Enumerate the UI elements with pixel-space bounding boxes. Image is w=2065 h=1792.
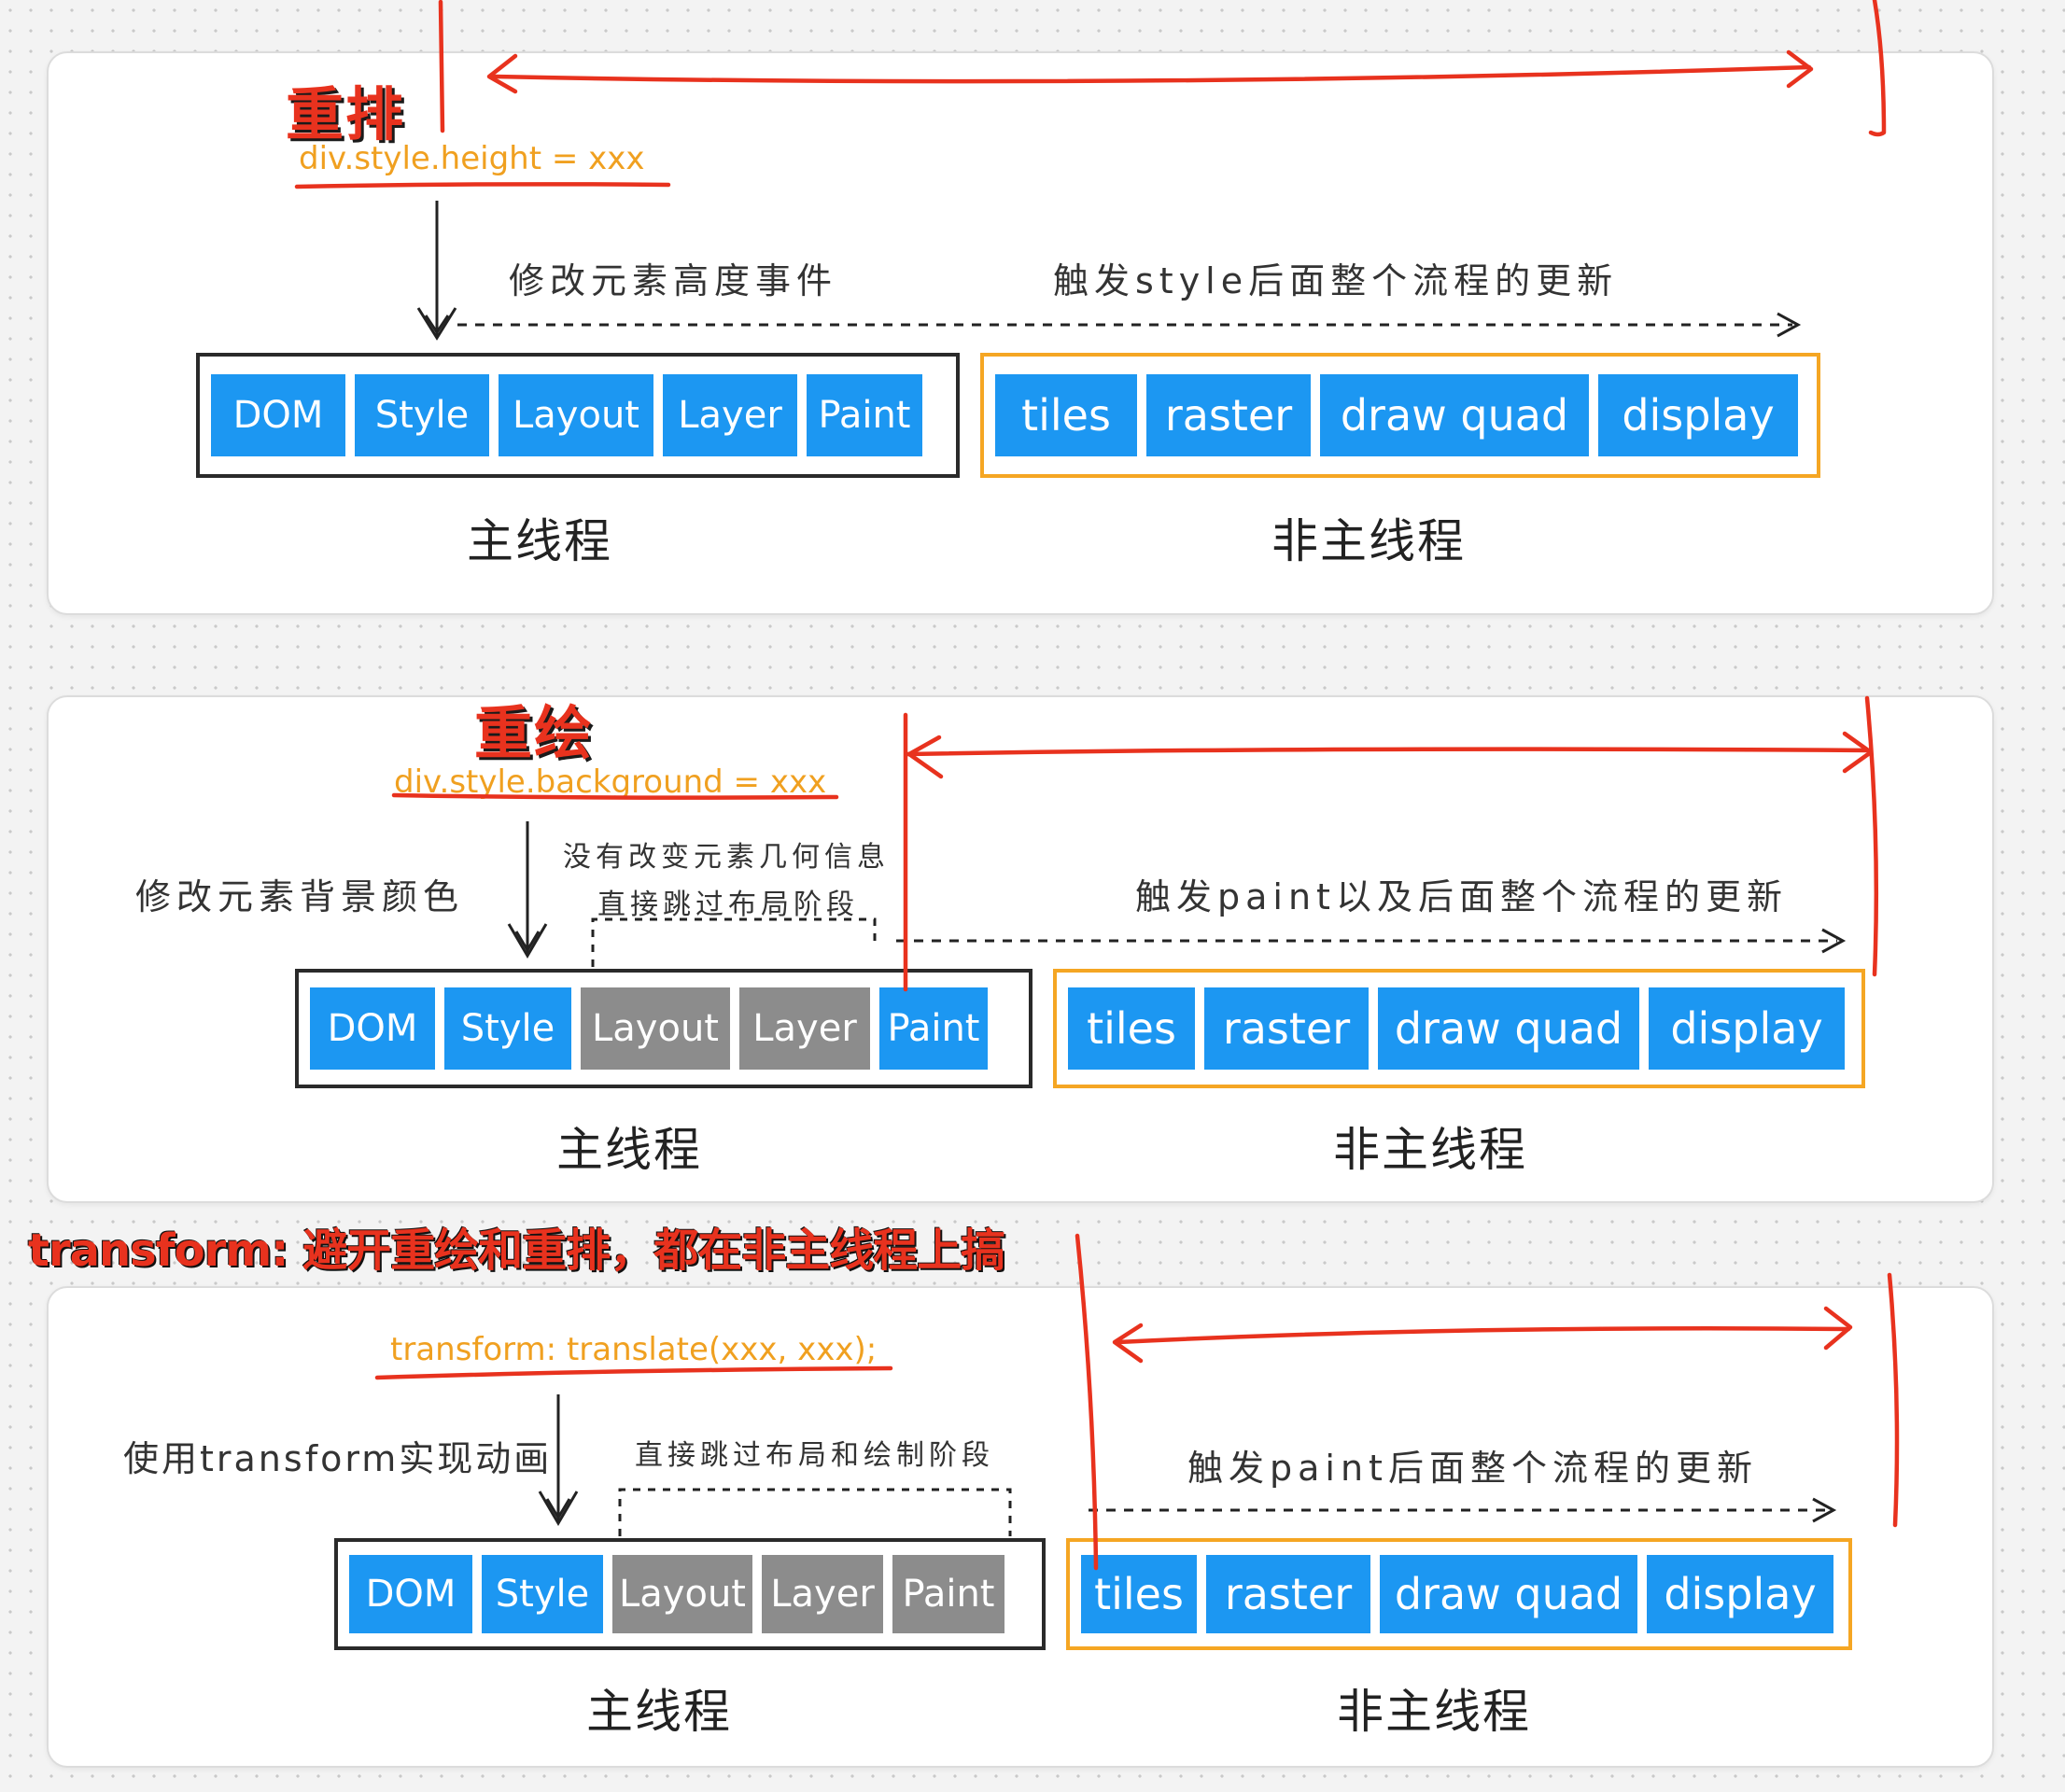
diagram-card-transform: [47, 1286, 1994, 1768]
reflow-flow-arrows: [416, 201, 1802, 341]
repaint-skip-note-line1: 没有改变元素几何信息: [563, 841, 890, 874]
reflow-main-thread-box: DOM Style Layout Layer Paint: [196, 353, 960, 478]
transform-other-thread-label: 非主线程: [1337, 1685, 1531, 1739]
stage-tiles: tiles: [1068, 987, 1195, 1070]
stage-draw-quad: draw quad: [1380, 1555, 1637, 1633]
reflow-main-thread-label: 主线程: [467, 514, 612, 568]
stage-display: display: [1649, 987, 1845, 1070]
transform-banner: transform: 避开重绘和重排，都在非主线程上搞: [28, 1225, 1005, 1277]
stage-dom: DOM: [310, 987, 435, 1070]
stage-tiles: tiles: [995, 374, 1137, 456]
transform-main-thread-box: DOM Style Layout Layer Paint: [334, 1538, 1046, 1650]
diagram-card-reflow: [47, 51, 1994, 615]
stage-raster: raster: [1146, 374, 1311, 456]
stage-layout: Layout: [499, 374, 653, 456]
stage-layout-skipped: Layout: [581, 987, 730, 1070]
stage-layout-skipped: Layout: [612, 1555, 752, 1633]
stage-layer-skipped: Layer: [739, 987, 870, 1070]
reflow-other-thread-label: 非主线程: [1271, 514, 1466, 568]
repaint-right-note: 触发paint以及后面整个流程的更新: [1135, 876, 1788, 917]
transform-right-note: 触发paint后面整个流程的更新: [1187, 1448, 1758, 1489]
repaint-flow-arrows: [507, 821, 1847, 967]
repaint-main-thread-label: 主线程: [556, 1123, 702, 1177]
diagram-card-repaint: [47, 695, 1994, 1203]
repaint-title: 重绘: [474, 699, 595, 767]
reflow-left-note: 修改元素高度事件: [509, 260, 838, 301]
stage-style: Style: [444, 987, 571, 1070]
red-annotations: [294, 0, 1900, 1571]
transform-main-thread-label: 主线程: [586, 1685, 732, 1739]
reflow-right-note: 触发style后面整个流程的更新: [1053, 260, 1619, 301]
stage-tiles: tiles: [1081, 1555, 1197, 1633]
stage-display: display: [1647, 1555, 1833, 1633]
stage-raster: raster: [1206, 1555, 1370, 1633]
stage-paint-skipped: Paint: [892, 1555, 1004, 1633]
transform-code: transform: translate(xxx, xxx);: [390, 1331, 878, 1368]
stage-style: Style: [482, 1555, 603, 1633]
reflow-other-thread-box: tiles raster draw quad display: [980, 353, 1820, 478]
stage-raster: raster: [1204, 987, 1369, 1070]
stage-dom: DOM: [211, 374, 345, 456]
transform-skip-note: 直接跳过布局和绘制阶段: [635, 1439, 994, 1472]
repaint-skip-note-line2: 直接跳过布局阶段: [597, 889, 859, 921]
stage-draw-quad: draw quad: [1320, 374, 1589, 456]
repaint-main-thread-box: DOM Style Layout Layer Paint: [295, 969, 1032, 1088]
repaint-left-note: 修改元素背景颜色: [135, 876, 465, 917]
transform-left-note: 使用transform实现动画: [123, 1438, 553, 1479]
stage-draw-quad: draw quad: [1378, 987, 1639, 1070]
transform-other-thread-box: tiles raster draw quad display: [1066, 1538, 1852, 1650]
reflow-title: 重排: [286, 80, 406, 148]
stage-dom: DOM: [349, 1555, 472, 1633]
stage-style: Style: [355, 374, 489, 456]
stage-layer: Layer: [663, 374, 797, 456]
stage-display: display: [1598, 374, 1798, 456]
repaint-other-thread-box: tiles raster draw quad display: [1053, 969, 1865, 1088]
repaint-other-thread-label: 非主线程: [1333, 1123, 1527, 1177]
reflow-code: div.style.height = xxx: [299, 140, 645, 177]
stage-layer-skipped: Layer: [762, 1555, 883, 1633]
stage-paint: Paint: [879, 987, 988, 1070]
transform-flow-arrows: [538, 1394, 1837, 1536]
stage-paint: Paint: [807, 374, 922, 456]
